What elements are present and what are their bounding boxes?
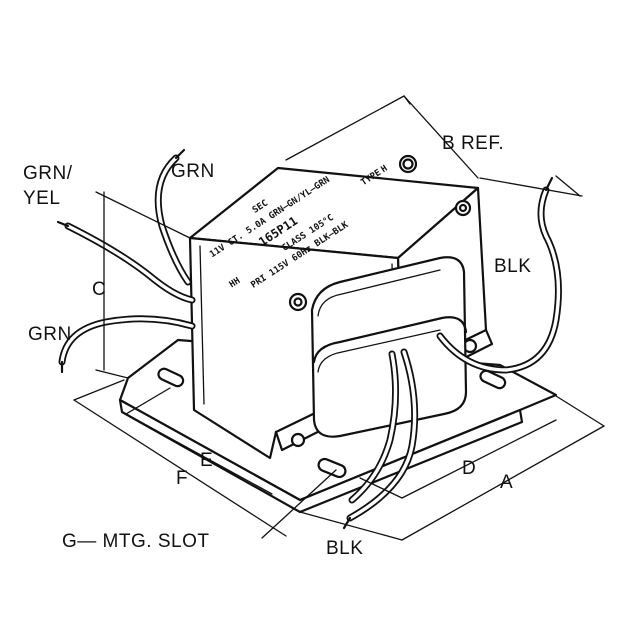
callout-labels: B REF. GRN GRN/ YEL C GRN BLK E F D A G—… xyxy=(23,133,531,559)
label-e: E xyxy=(200,450,213,471)
label-g-mtg-slot: G— MTG. SLOT xyxy=(62,531,209,552)
wire-grn-top-core xyxy=(156,156,190,284)
wire-end xyxy=(544,176,554,192)
label-grn-yel-2: YEL xyxy=(23,188,60,209)
dim-e-line xyxy=(125,413,273,495)
ul-logo-inner xyxy=(402,158,414,170)
mtg-slot-right xyxy=(479,369,507,390)
label-blk-bottom: BLK xyxy=(326,538,363,559)
wire-end xyxy=(56,220,70,228)
dim-a-extension xyxy=(299,511,403,541)
core-hole-3 xyxy=(290,432,306,448)
dim-c-extension xyxy=(95,191,191,239)
core-hole-1-inner xyxy=(293,297,303,307)
dim-b-extension xyxy=(479,177,583,197)
coil-highlight xyxy=(317,329,441,373)
dim-d-line xyxy=(401,419,557,499)
dim-g-leader xyxy=(261,469,337,539)
dim-b-line xyxy=(403,95,479,179)
mtg-slot-front xyxy=(317,457,347,479)
mtg-slot-left xyxy=(157,367,185,388)
dim-a-line xyxy=(401,425,605,541)
coil-body xyxy=(310,256,468,438)
label-blk-right: BLK xyxy=(494,256,531,277)
wire-blk-bottom-2-core xyxy=(350,352,398,502)
wire-blk-bottom-core xyxy=(348,350,417,520)
core-hole-2-inner xyxy=(458,203,468,213)
wire-grn-left-core xyxy=(60,317,194,364)
dim-b-tick xyxy=(403,95,411,105)
label-grn-top: GRN xyxy=(171,161,215,182)
label-c: C xyxy=(92,279,106,300)
base-plate-edge xyxy=(118,398,524,514)
dim-d-extension xyxy=(359,477,403,499)
dimension-lines xyxy=(73,95,605,541)
stamp-type-mark: H xyxy=(380,164,390,175)
dim-b-tick xyxy=(555,175,581,197)
dim-e-extension xyxy=(125,387,171,415)
label-f: F xyxy=(176,468,188,489)
stamp-brand-mark: HH xyxy=(228,276,243,290)
dim-f-line xyxy=(73,399,287,537)
coil-highlight xyxy=(317,269,441,317)
dim-b-line xyxy=(285,95,405,161)
dim-c-extension xyxy=(95,369,129,379)
dim-f-extension xyxy=(73,379,125,401)
lead-wires xyxy=(56,148,562,530)
coil-winding xyxy=(310,256,468,438)
label-grn-yel-1: GRN/ xyxy=(23,163,73,184)
label-d: D xyxy=(462,458,476,479)
coil-divider xyxy=(312,316,468,364)
wire-grn-yel-core xyxy=(66,224,194,302)
label-grn-left: GRN xyxy=(28,324,72,345)
wire-end xyxy=(342,516,352,530)
lamination-line xyxy=(199,245,205,405)
label-b-ref: B REF. xyxy=(442,133,504,154)
label-a: A xyxy=(500,472,513,493)
wire-end xyxy=(174,148,186,160)
wire-blk-right-core xyxy=(438,188,561,372)
dim-a-extension xyxy=(555,395,605,427)
